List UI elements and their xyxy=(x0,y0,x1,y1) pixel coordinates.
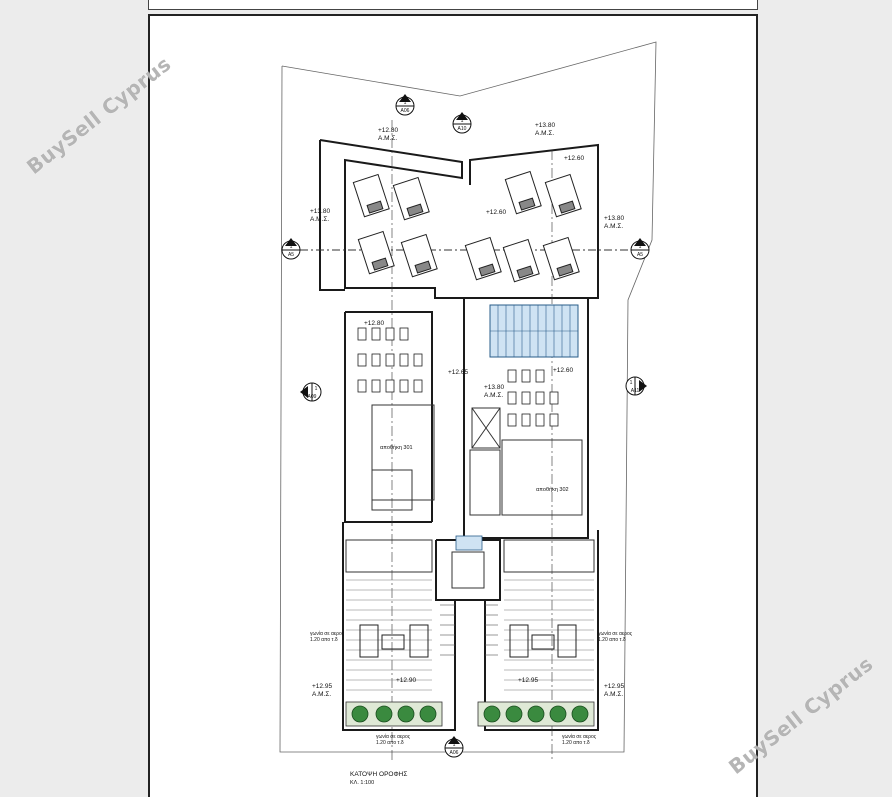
note-line: 1.20 απο τ.δ xyxy=(310,637,338,643)
section-mark-num: 1 xyxy=(461,118,464,124)
level-value: +12.80 xyxy=(364,320,384,327)
title-strip xyxy=(148,0,758,10)
note-line: γωνία σε αερος xyxy=(376,734,411,740)
level-note: Α.Μ.Σ. xyxy=(604,223,623,230)
level-value: +13.80 xyxy=(484,384,504,391)
drawing-title-text: ΚΑΤΟΨΗ ΟΡΟΦΗΣ xyxy=(350,771,407,778)
section-mark-num: 1 xyxy=(315,386,318,392)
level-note: Α.Μ.Σ. xyxy=(535,130,554,137)
note-line: 1.20 απο τ.δ xyxy=(562,740,590,746)
section-mark-num: 1 xyxy=(630,380,633,386)
drawing-scale-text: ΚΛ. 1:100 xyxy=(350,780,374,786)
level-value: +13.80 xyxy=(310,208,330,215)
level-note: Α.Μ.Σ. xyxy=(310,216,329,223)
site-boundary xyxy=(279,41,657,753)
section-mark-num: 1 xyxy=(290,244,293,250)
room-label-302: αποθήκη 302 xyxy=(536,486,569,493)
note-line: γωνία σε αερος xyxy=(598,631,633,637)
note-line: γωνία σε αερος xyxy=(562,734,597,740)
level-value: +13.80 xyxy=(535,122,555,129)
level-value: +12.95 xyxy=(312,683,332,690)
partitions xyxy=(300,120,640,760)
room-label-301: αποθήκη 301 xyxy=(380,444,413,451)
level-annotations: +12.80 Α.Μ.Σ. +13.80 Α.Μ.Σ. +13.80 Α.Μ.Σ… xyxy=(310,122,624,698)
building-walls xyxy=(319,139,599,731)
roof-units xyxy=(357,327,559,427)
terrace-furniture xyxy=(359,624,577,658)
level-value: +12.95 xyxy=(518,677,538,684)
notes: γωνία σε αερος 1.20 απο τ.δ γωνία σε αερ… xyxy=(310,631,633,746)
planter-trees xyxy=(345,701,595,727)
stairs xyxy=(440,304,579,656)
level-note: Α.Μ.Σ. xyxy=(604,691,623,698)
note-line: 1.20 απο τ.δ xyxy=(598,637,626,643)
level-value: +12.65 xyxy=(448,369,468,376)
section-mark-id: A06 xyxy=(450,750,459,756)
level-value: +12.60 xyxy=(564,155,584,162)
section-mark-a06-bottom: 1 A06 xyxy=(444,736,464,758)
terrace-decking xyxy=(346,579,594,691)
solar-panels xyxy=(352,170,582,283)
section-mark-a5-left: 1 A5 xyxy=(281,238,301,260)
section-mark-a10: 1 A10 xyxy=(452,112,472,134)
section-mark-num: 1 xyxy=(639,244,642,250)
section-mark-id: A5 xyxy=(637,252,643,258)
level-value: +13.80 xyxy=(604,215,624,222)
drawing-sheet xyxy=(148,14,758,797)
drawing-title: ΚΑΤΟΨΗ ΟΡΟΦΗΣ ΚΛ. 1:100 xyxy=(350,771,407,786)
section-mark-a09: 1 A09 xyxy=(300,382,322,402)
section-mark-id: A06 xyxy=(401,108,410,114)
section-mark-num: 1 xyxy=(453,742,456,748)
note-line: γωνία σε αερος xyxy=(310,631,345,637)
level-value: +12.90 xyxy=(396,677,416,684)
level-note: Α.Μ.Σ. xyxy=(378,135,397,142)
level-note: Α.Μ.Σ. xyxy=(484,392,503,399)
section-mark-id: A10 xyxy=(458,126,467,132)
section-mark-id: A09 xyxy=(308,394,317,400)
section-mark-id: A11 xyxy=(631,388,640,394)
level-value: +12.80 xyxy=(378,127,398,134)
level-note: Α.Μ.Σ. xyxy=(312,691,331,698)
level-value: +12.95 xyxy=(604,683,624,690)
room-labels: αποθήκη 301 αποθήκη 302 xyxy=(380,444,569,493)
section-mark-a5-right: 1 A5 xyxy=(630,238,650,260)
section-mark-id: A5 xyxy=(288,252,294,258)
level-value: +12.60 xyxy=(486,209,506,216)
note-line: 1.20 απο τ.δ xyxy=(376,740,404,746)
section-mark-a11: 1 A11 xyxy=(625,376,647,396)
section-mark-num: 1 xyxy=(404,100,407,106)
section-mark-a06-top: 1 A06 xyxy=(395,94,415,116)
level-value: +12.60 xyxy=(553,367,573,374)
